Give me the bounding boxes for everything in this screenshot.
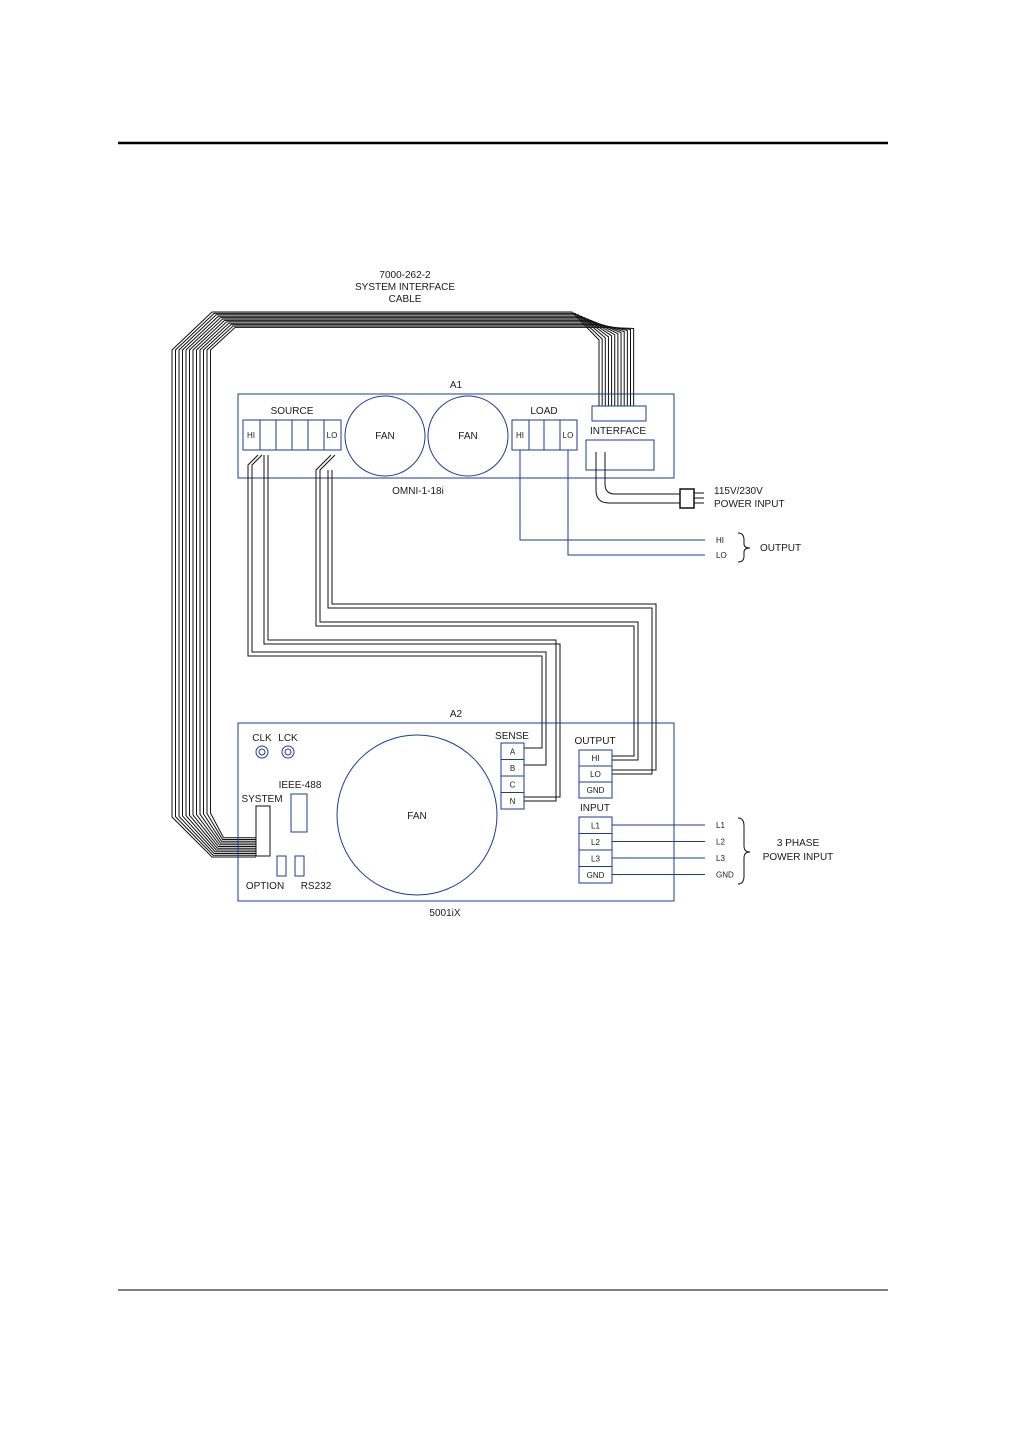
cable-name-line2: CABLE [389, 294, 422, 305]
a1-enclosure [237, 393, 675, 479]
a1-source-label: SOURCE [271, 406, 314, 417]
a2-option-label: OPTION [246, 881, 284, 892]
a1-model: OMNI-1-18i [392, 486, 444, 497]
a2-phase-line1: 3 PHASE [777, 838, 820, 849]
a1-source-lo: LO [327, 431, 338, 440]
a2-fan [336, 734, 498, 896]
system-interface-cable [171, 311, 635, 858]
input-line-label: L2 [716, 838, 725, 847]
lck-connector [281, 745, 295, 759]
ribbon-conductor [196, 321, 622, 846]
sense-pin-label: B [510, 764, 515, 773]
a1-out-lo: LO [716, 551, 727, 560]
a1-load-lo: LO [563, 431, 574, 440]
ribbon-conductor [199, 322, 625, 844]
output-cell [578, 781, 613, 799]
a1-source-hi: HI [247, 431, 255, 440]
a2-unit: A2 CLK LCK IEEE-488 SYSTEM OPTION RS232 … [237, 709, 675, 919]
a1-load-label: LOAD [530, 406, 557, 417]
sense-pin-label: C [510, 780, 516, 789]
a1-output-label: OUTPUT [760, 543, 801, 554]
ribbon-conductor [182, 315, 609, 853]
output-pin-label: LO [590, 770, 601, 779]
input-pin-label: L3 [591, 854, 600, 863]
input-pin-label: L1 [591, 821, 600, 830]
a2-system-label: SYSTEM [241, 794, 282, 805]
a1-interface-connector [591, 405, 647, 422]
a1-fan-2 [427, 395, 509, 477]
ribbon-conductor [178, 314, 606, 854]
clk-connector [255, 745, 269, 759]
ribbon-conductor [171, 311, 600, 858]
ribbon-conductor [189, 318, 616, 849]
a1-fan-2-label: FAN [458, 431, 477, 442]
a1-ref: A1 [450, 380, 463, 391]
a1-power-cord [595, 452, 680, 504]
a1-load-hi: HI [516, 431, 524, 440]
a1-fan-1-label: FAN [375, 431, 394, 442]
a1-output-hi-wire [519, 450, 705, 541]
source-lo-cable [315, 454, 657, 775]
rs232-connector [294, 855, 305, 877]
input-line-label: GND [716, 871, 734, 880]
input-line-label: L3 [716, 854, 725, 863]
a1-out-hi: HI [716, 536, 724, 545]
ribbon-conductor [203, 324, 628, 842]
a1-fan-1 [344, 395, 426, 477]
a2-ref: A2 [450, 709, 463, 720]
output-pin-label: HI [592, 754, 600, 763]
system-connector [255, 805, 271, 857]
a1-output-lo-wire [567, 450, 705, 556]
ribbon-conductor [175, 312, 603, 856]
a2-clk-label: CLK [252, 733, 272, 744]
input-pin-label: L2 [591, 838, 600, 847]
power-plug [679, 488, 695, 509]
cable-name-line1: SYSTEM INTERFACE [355, 282, 455, 293]
a2-lck-label: LCK [278, 733, 298, 744]
a2-fan-label: FAN [407, 811, 426, 822]
ribbon-conductor [192, 319, 619, 847]
a1-power-line2: POWER INPUT [714, 499, 785, 510]
a2-input-brace [737, 817, 751, 885]
input-line-label: L1 [716, 821, 725, 830]
a2-output-label: OUTPUT [574, 736, 615, 747]
option-connector [276, 855, 287, 877]
a2-input-label: INPUT [580, 803, 610, 814]
sense-pin-label: N [510, 797, 516, 806]
cable-part-number: 7000-262-2 [379, 270, 431, 281]
ribbon-conductor [206, 325, 631, 840]
sense-cell [500, 792, 525, 810]
a2-model: 5001iX [429, 908, 460, 919]
a2-sense-label: SENSE [495, 731, 529, 742]
a2-rs232-label: RS232 [301, 881, 332, 892]
a2-enclosure [237, 722, 675, 902]
ribbon-conductor [185, 317, 613, 851]
sense-pin-label: A [510, 747, 516, 756]
ieee-488-connector [290, 793, 308, 833]
a1-output-brace [737, 532, 751, 563]
a1-power-line1: 115V/230V [714, 486, 763, 497]
a2-ieee-label: IEEE-488 [279, 780, 322, 791]
a2-phase-line2: POWER INPUT [763, 852, 834, 863]
output-pin-label: GND [587, 786, 605, 795]
input-pin-label: GND [587, 871, 605, 880]
ribbon-conductor [210, 326, 635, 839]
source-hi-cable [247, 454, 561, 802]
a1-interface-label: INTERFACE [590, 426, 646, 437]
a1-power-inlet [585, 439, 655, 471]
output-terminal-block: HI LO GND [578, 749, 613, 799]
a1-unit: A1 SOURCE HI LO FAN FAN LOAD HI LO INTER… [237, 380, 675, 497]
